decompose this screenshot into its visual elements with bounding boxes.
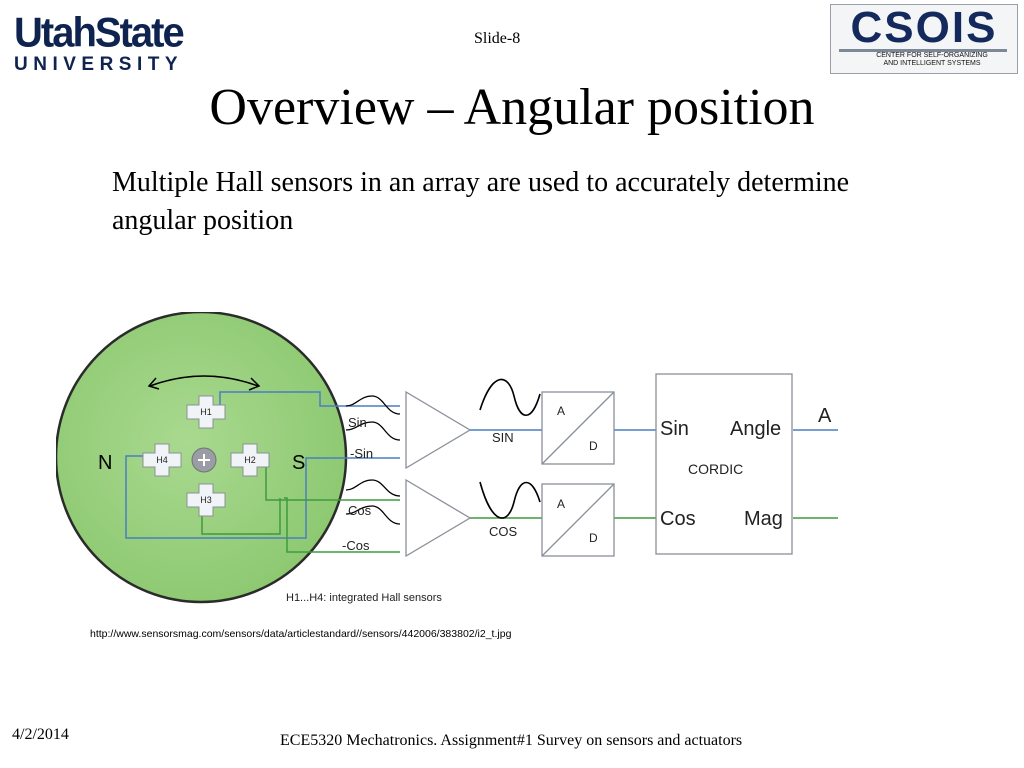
- pole-n-label: N: [98, 452, 112, 474]
- csois-sub-line2: AND INTELLIGENT SYSTEMS: [883, 60, 981, 67]
- sensor-label-h2: H2: [244, 455, 256, 465]
- pole-s-label: S: [292, 452, 305, 474]
- cordic-out-mag-label: Mag: [744, 508, 783, 530]
- rotation-arrow-icon: [149, 375, 259, 387]
- adc-cos-d-label: D: [589, 531, 598, 545]
- slide-number: Slide-8: [474, 30, 521, 47]
- output-a-label: A: [818, 405, 832, 427]
- csois-logo-subtext: CENTER FOR SELF-ORGANIZING AND INTELLIGE…: [867, 52, 997, 68]
- adc-sin-a-label: A: [557, 404, 565, 418]
- sensor-label-h3: H3: [200, 495, 212, 505]
- cordic-out-angle-label: Angle: [730, 418, 781, 440]
- input-waveforms-cos: [345, 479, 401, 525]
- sensor-h4: [142, 443, 182, 477]
- slide-footer: ECE5320 Mechatronics. Assignment#1 Surve…: [280, 732, 743, 749]
- sensor-label-h4: H4: [156, 455, 168, 465]
- cos-output-wave-icon: [479, 481, 541, 519]
- adc-cos-a-label: A: [557, 497, 565, 511]
- amp-out-sin-label: SIN: [492, 430, 514, 445]
- slide-date: 4/2/2014: [12, 726, 69, 743]
- adc-sin-d-label: D: [589, 439, 598, 453]
- usu-logo-wordmark: UtahState: [14, 9, 185, 57]
- amplifiers: [405, 390, 472, 558]
- hall-sensors: [142, 395, 270, 517]
- input-waveforms-sin: [345, 395, 401, 441]
- signal-neg-sin-label: -Sin: [350, 446, 373, 461]
- csois-logo-bar: [839, 49, 1007, 52]
- hall-sensor-diagram: H1 H2 H3 H4 N S Sin -Sin Cos -Cos SIN CO…: [56, 312, 838, 604]
- rotation-arrowhead-left-icon: [147, 377, 160, 390]
- pivot-plus-icon: [198, 454, 210, 466]
- sin-output-wave-icon: [479, 378, 541, 416]
- cordic-block: [655, 373, 793, 555]
- usu-logo: UtahState UNIVERSITY: [14, 9, 200, 75]
- csois-sub-line1: CENTER FOR SELF-ORGANIZING: [876, 52, 988, 59]
- amplifier-cos: [405, 478, 472, 558]
- signal-sin-label: Sin: [348, 415, 367, 430]
- cordic-in-sin-label: Sin: [660, 418, 689, 440]
- sensor-label-h1: H1: [200, 407, 212, 417]
- sensor-h1: [186, 395, 226, 429]
- sensor-h2: [230, 443, 270, 477]
- signal-neg-cos-label: -Cos: [342, 538, 370, 553]
- csois-logo: CSOIS CENTER FOR SELF-ORGANIZING AND INT…: [830, 4, 1018, 74]
- sensor-h3: [186, 483, 226, 517]
- slide-subtitle: Multiple Hall sensors in an array are us…: [112, 167, 850, 236]
- diagram-caption: H1...H4: integrated Hall sensors: [286, 592, 442, 604]
- source-url: http://www.sensorsmag.com/sensors/data/a…: [90, 628, 512, 640]
- amp-out-cos-label: COS: [489, 524, 518, 539]
- cordic-in-cos-label: Cos: [660, 508, 696, 530]
- amplifier-sin: [405, 390, 472, 470]
- slide-title: Overview – Angular position: [209, 79, 815, 136]
- signal-cos-label: Cos: [348, 503, 372, 518]
- usu-logo-subtext: UNIVERSITY: [14, 54, 184, 75]
- cordic-label: CORDIC: [688, 461, 743, 477]
- csois-logo-wordmark: CSOIS: [850, 3, 998, 52]
- rotation-arrowhead-right-icon: [248, 377, 261, 391]
